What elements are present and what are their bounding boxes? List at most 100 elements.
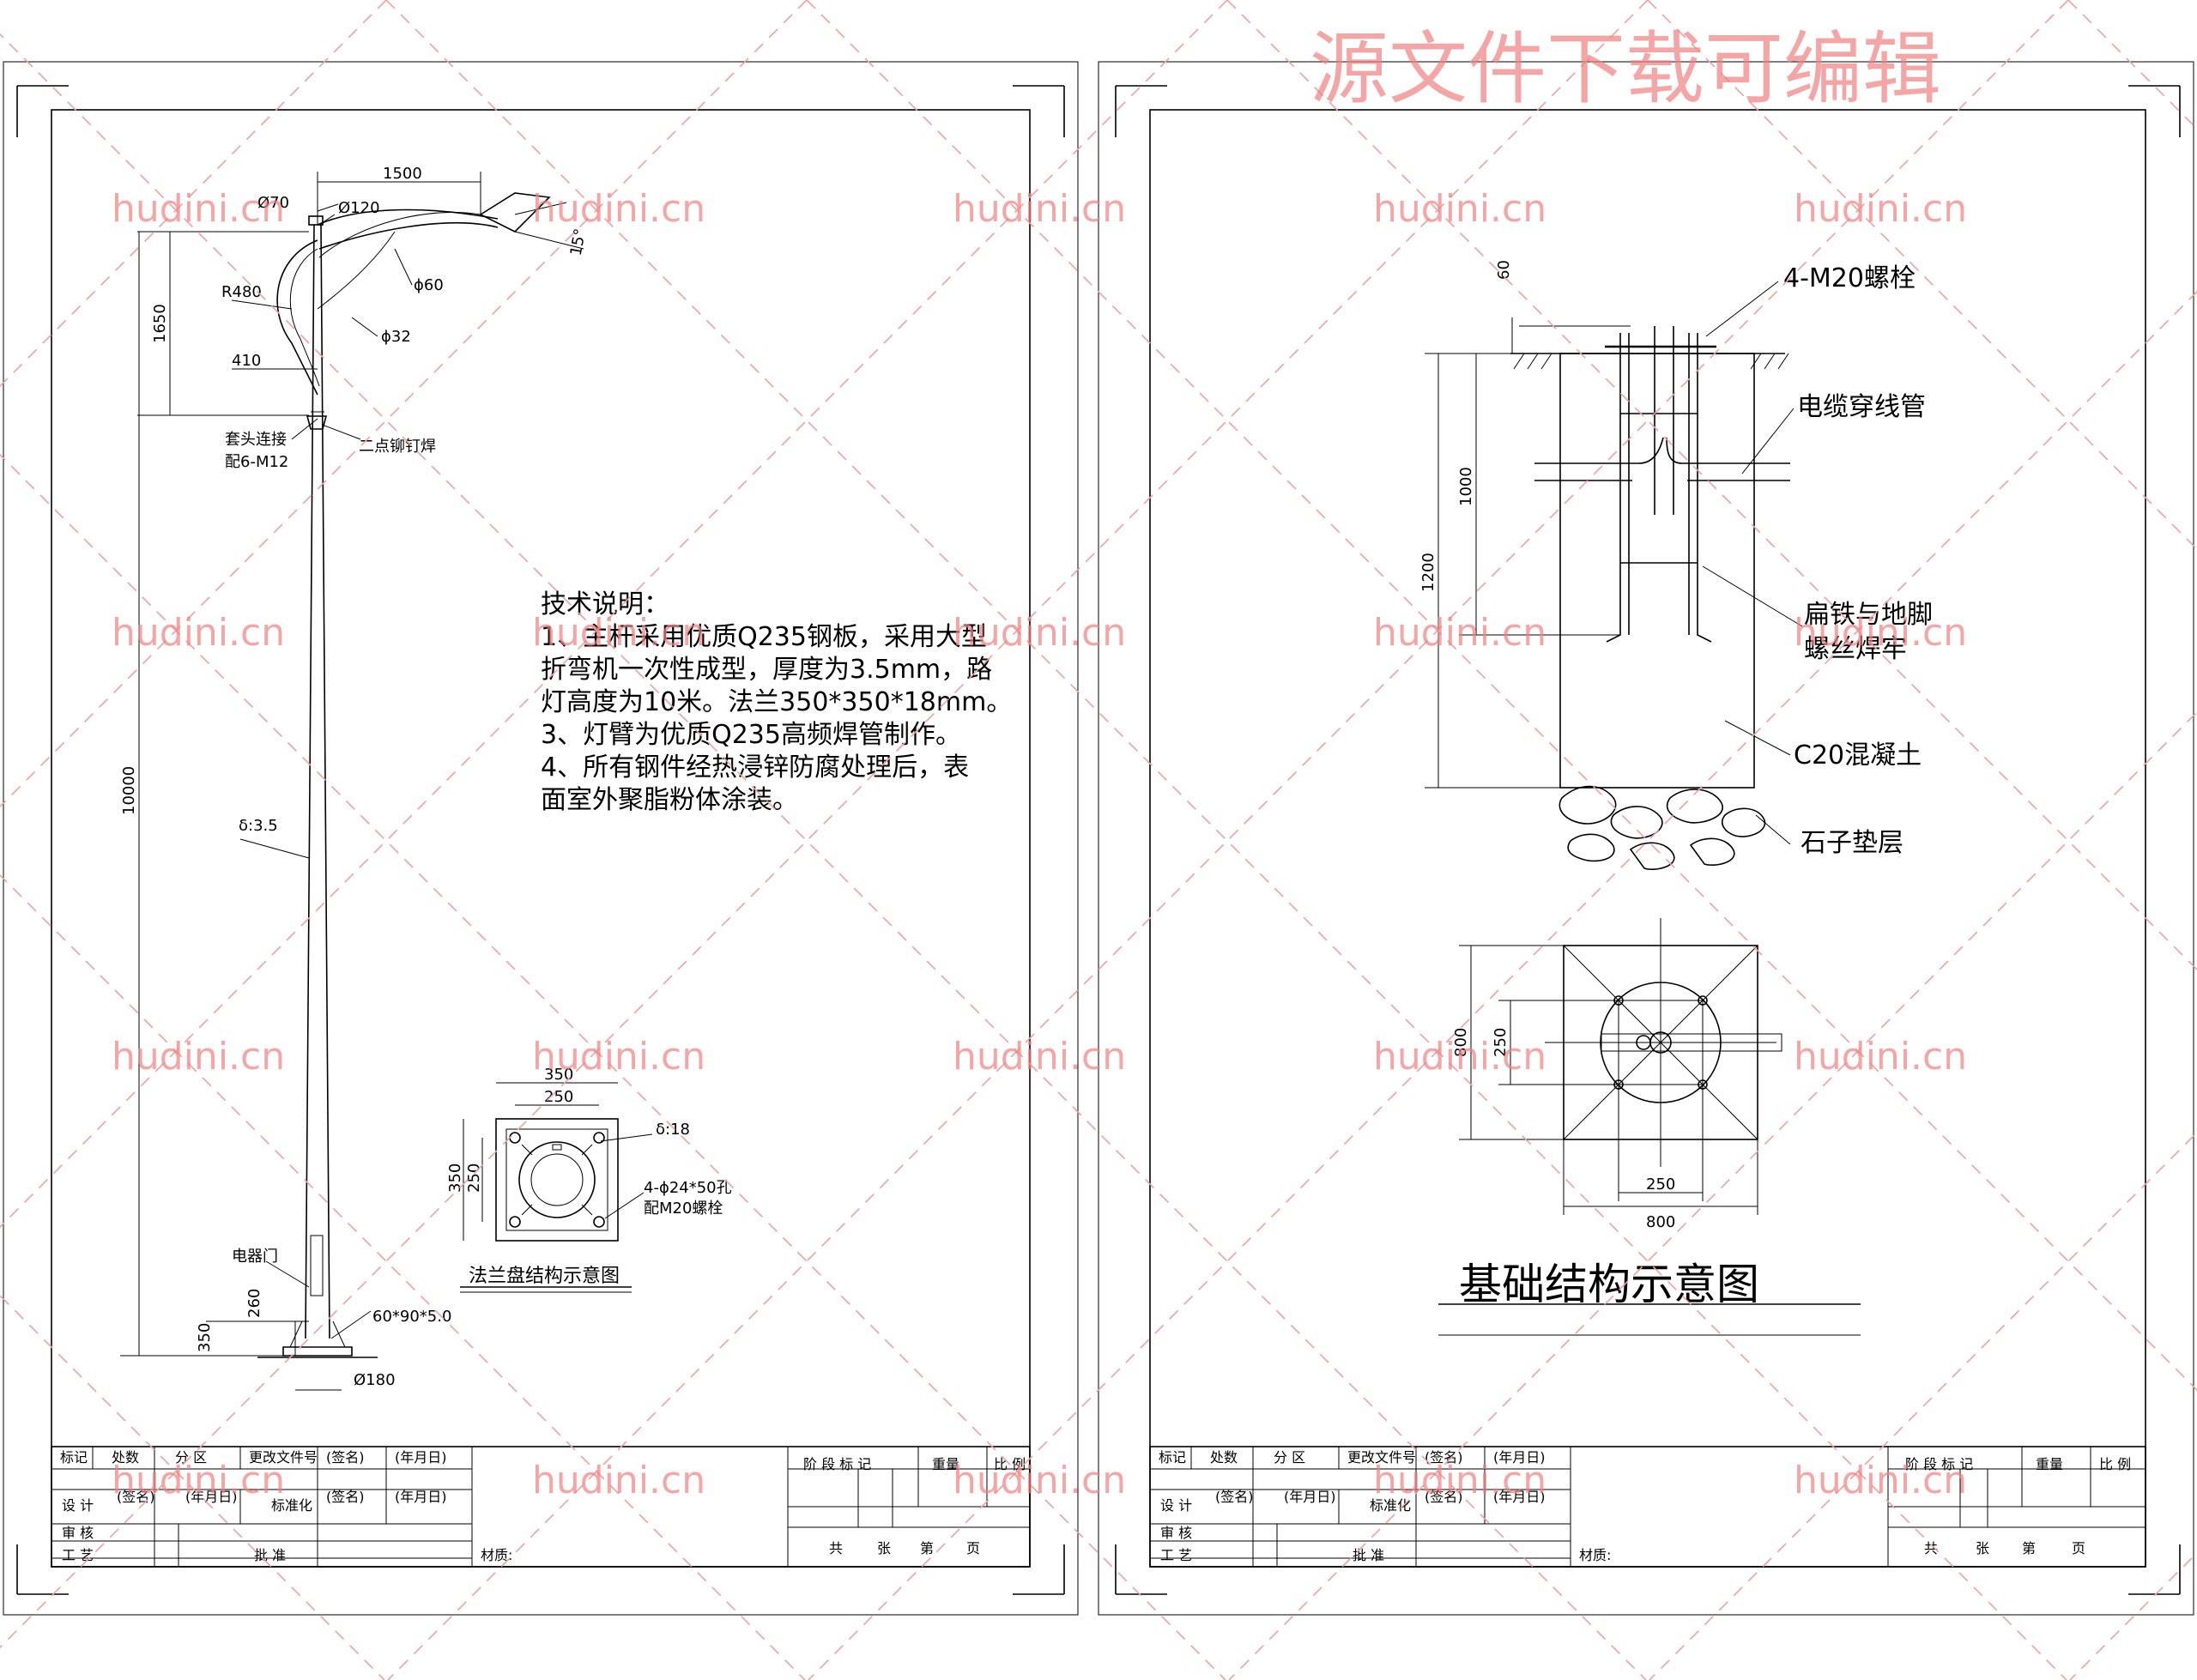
watermark-line (1226, 0, 2197, 971)
tb-left-weight: 重量 (932, 1456, 959, 1472)
flange-thick: δ:18 (656, 1121, 690, 1139)
watermark-tile: hudini.cn (532, 1035, 705, 1079)
tb-right-design-date: (年月日) (1284, 1489, 1336, 1505)
dim-1500: 1500 (383, 165, 422, 183)
title-block-right: 标记 处数 分 区 更改文件号 (签名) (年月日) 阶 段 标 记 重量 比 … (1149, 1446, 2146, 1568)
label-rib: 60*90*5.0 (372, 1308, 451, 1326)
watermark-line (0, 33, 1647, 1680)
tb-right-total: 共 (1924, 1540, 1938, 1556)
dim-800-v: 800 (1452, 1028, 1470, 1057)
dim-800-h: 800 (1646, 1213, 1675, 1231)
watermark-tile: hudini.cn (953, 1035, 1126, 1079)
title-block-left: 标记 处数 分 区 更改文件号 (签名) (年月日) 阶 段 标 记 重量 比 … (51, 1446, 1031, 1568)
label-thickness: δ:3.5 (239, 817, 278, 835)
flange-h350: 350 (446, 1163, 464, 1193)
flange-caption: 法兰盘结构示意图 (469, 1266, 620, 1287)
watermark-line (808, 290, 2197, 1680)
dim-260: 260 (245, 1289, 263, 1318)
tb-right-design: 设 计 (1160, 1497, 1192, 1514)
watermark-line (2069, 1551, 2197, 1680)
dim-d70: Ø70 (257, 194, 289, 212)
tb-right-mark: 标记 (1159, 1449, 1186, 1465)
tb-left-approve: 批 准 (254, 1547, 286, 1563)
watermark-line (0, 0, 1228, 1229)
label-weld-2: 螺丝焊牢 (1804, 634, 1907, 664)
foundation-text: 4-M20螺栓 电缆穿线管 扁铁与地脚 螺丝焊牢 C20混凝土 石子垫层 60 … (1419, 260, 1933, 1309)
tb-right-change: 更改文件号 (1347, 1449, 1416, 1465)
watermark-tile: hudini.cn (1373, 187, 1546, 231)
watermark-tile: hudini.cn (1794, 611, 1967, 655)
dim-r480: R480 (221, 283, 262, 301)
tb-left-design-date: (年月日) (185, 1489, 238, 1505)
notes-title: 技术说明： (541, 589, 669, 619)
tb-left-date: (年月日) (395, 1449, 447, 1465)
tb-left-process: 工 艺 (62, 1547, 94, 1563)
notes-line-3: 灯高度为10米。法兰350*350*18mm。 (541, 687, 1012, 717)
tb-left-sheets: 张 (877, 1540, 891, 1556)
tb-left-design: 设 计 (62, 1497, 94, 1514)
notes-line-2: 折弯机一次性成型，厚度为3.5mm，路 (541, 655, 992, 685)
label-sleeve-1: 套头连接 (225, 431, 287, 449)
tb-left-mark: 标记 (60, 1449, 88, 1465)
tb-right-count: 处数 (1210, 1449, 1238, 1465)
tb-right-approve: 批 准 (1353, 1547, 1384, 1563)
watermark-line (387, 0, 2069, 1680)
watermark-tile: hudini.cn (1794, 1459, 1967, 1502)
tb-left-page: 第 (920, 1540, 934, 1556)
flange-holes-1: 4-ɸ24*50孔 (644, 1179, 732, 1197)
tb-left-stage: 阶 段 标 记 (803, 1456, 871, 1472)
foundation-section (1425, 281, 1803, 870)
right-sheet-frame (1098, 61, 2194, 1616)
watermark-top: 源文件下载可编辑 (1310, 23, 1941, 115)
tb-left-design-sign: (签名) (117, 1489, 155, 1505)
tb-left-material: 材质: (481, 1547, 512, 1563)
foundation-caption: 基础结构示意图 (1459, 1260, 1759, 1309)
tb-right-sign: (签名) (1425, 1449, 1463, 1465)
tb-right-page-unit: 页 (2072, 1540, 2085, 1556)
watermark-tiles: hudini.cn hudini.cn hudini.cn hudini.cn hudi… (112, 187, 1967, 1502)
watermark-line (1647, 0, 2197, 551)
watermark-tile: hudini.cn (112, 1459, 285, 1502)
flange-w250: 250 (544, 1088, 573, 1106)
tb-right-process: 工 艺 (1160, 1547, 1192, 1563)
dim-10000: 10000 (120, 766, 138, 815)
pole-drawing (257, 192, 567, 1358)
watermark-tile: hudini.cn (1794, 187, 1967, 231)
tb-right-design-sign: (签名) (1215, 1489, 1254, 1505)
tb-left-sign: (签名) (326, 1449, 365, 1465)
watermark-line (806, 0, 2197, 1392)
notes-line-5: 4、所有钢件经热浸锌防腐处理后，表 (541, 752, 969, 783)
tb-right-std-sign: (签名) (1425, 1489, 1463, 1505)
tb-right-material: 材质: (1579, 1547, 1611, 1563)
label-concrete: C20混凝土 (1794, 740, 1922, 771)
watermark-tile: hudini.cn (112, 611, 285, 655)
tb-left-count: 处数 (112, 1449, 139, 1465)
tb-left-total: 共 (829, 1540, 843, 1556)
dim-350: 350 (196, 1323, 214, 1352)
watermark-tile: hudini.cn (953, 187, 1126, 231)
foundation-plan (1438, 918, 1861, 1336)
dim-250-h: 250 (1646, 1175, 1675, 1194)
watermark-tile: hudini.cn (532, 187, 705, 231)
watermark-tile: hudini.cn (1373, 611, 1546, 655)
tb-left-std-date: (年月日) (395, 1489, 447, 1505)
tb-right-scale: 比 例 (2099, 1456, 2131, 1472)
dim-1200: 1200 (1419, 553, 1437, 592)
notes-line-1: 1、主杆采用优质Q235钢板，采用大型 (541, 622, 987, 652)
watermark-line (1649, 1131, 2197, 1680)
tb-left-std-sign: (签名) (326, 1489, 365, 1505)
watermark-tile: hudini.cn (1794, 1035, 1967, 1079)
flange-drawing (460, 1082, 653, 1293)
tb-right-stage: 阶 段 标 记 (1905, 1456, 1973, 1472)
label-weld-1: 扁铁与地脚 (1804, 600, 1933, 630)
watermark-line (0, 873, 806, 1680)
dim-60: 60 (1495, 260, 1513, 280)
dim-d32: ɸ32 (381, 328, 411, 346)
flange-holes-2: 配M20螺栓 (644, 1200, 723, 1218)
tb-right-sheets: 张 (1976, 1540, 1989, 1556)
watermark-tile: hudini.cn (953, 1459, 1126, 1502)
tb-left-change: 更改文件号 (249, 1449, 318, 1465)
flange-w350: 350 (544, 1066, 573, 1084)
